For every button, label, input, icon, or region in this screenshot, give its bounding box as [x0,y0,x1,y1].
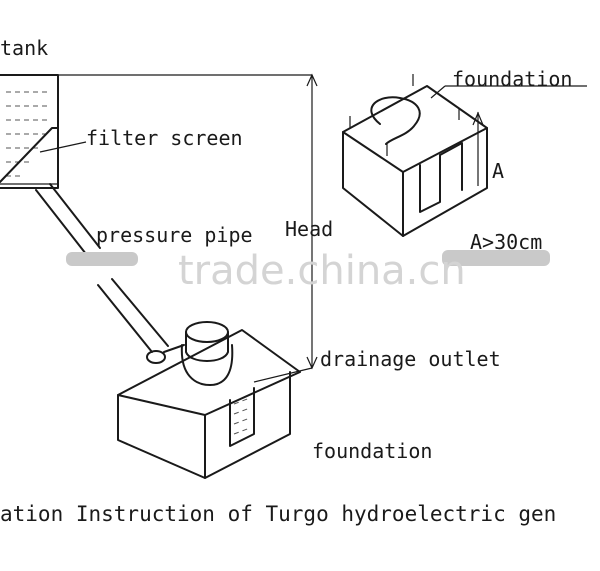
turbine-generator-top [185,321,229,343]
a-condition-label: A>30cm [470,230,542,254]
turbine-housing [180,344,234,386]
foundation-top-leader-tail [430,85,446,99]
pipe-upper-left-edge [35,189,87,255]
watermark: trade.china.cn [178,248,466,294]
tank-outline [0,74,59,189]
pipe-lower-left-edge [97,284,153,353]
foundation-main [117,329,313,479]
main-foundation-top [117,329,301,416]
main-foundation-left-face [117,394,206,479]
pipe-lower-right-edge [111,278,169,347]
turbine-generator-body [185,331,229,362]
detail-turbine-opening [370,96,421,145]
pipe-nozzle [163,344,185,353]
detail-slot-edge [439,142,463,191]
detail-foundation-right-face [402,127,488,237]
blurred-fragment [66,252,138,266]
drainage-reference-line [253,367,313,383]
a-mark-label: A [492,159,504,183]
filter-screen-label: filter screen [86,126,243,150]
detail-drain-slot [419,154,441,213]
turbine [180,321,234,386]
pressure-pipe-label: pressure pipe [96,223,253,247]
foundation-detail: foundation A A>30cm [342,67,587,254]
tank-label: tank [0,36,48,60]
main-drain-slot [229,387,255,447]
main-slot-water [233,397,251,435]
detail-foundation-left-face [342,131,404,237]
pipe-flange [146,350,166,364]
pressure-pipe [35,183,185,364]
tank [0,74,312,189]
pipe-upper-right-edge [49,183,101,249]
head-label: Head [285,217,333,241]
tank-water [6,91,50,177]
diagram-caption: ation Instruction of Turgo hydroelectric… [0,502,556,526]
filter-screen [0,127,59,183]
foundation-bottom-label: foundation [312,439,432,463]
head-arrow-top [306,73,318,87]
foundation-top-label: foundation [452,67,572,91]
blurred-fragment [442,250,550,266]
main-foundation-right-face [204,371,291,479]
head-marker: Head [285,73,333,370]
drainage-outlet-label: drainage outlet [320,347,501,371]
a-dimension-arrow [472,111,484,126]
filter-screen-leader [39,141,87,153]
detail-foundation-top [342,85,488,173]
